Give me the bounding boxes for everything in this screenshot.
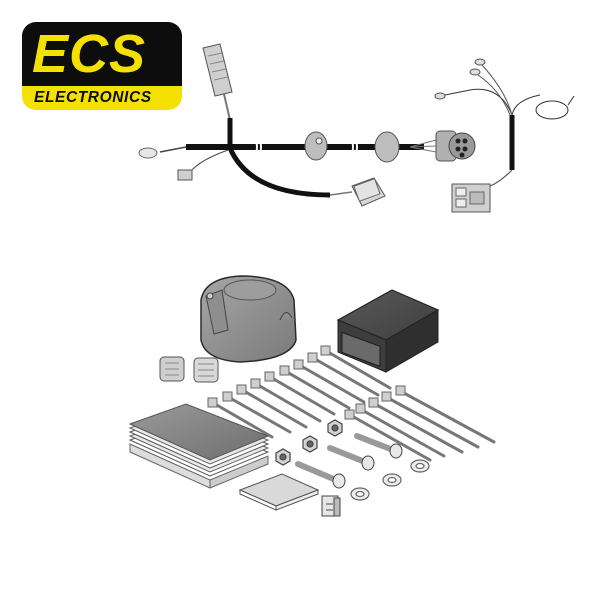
adhesive-pads-icon — [128, 403, 270, 489]
logo-black-panel — [22, 22, 182, 86]
lock-washer-icon — [350, 459, 430, 501]
hex-nut-icon — [275, 419, 343, 466]
round-connector-icon — [435, 130, 476, 162]
wiring-harness — [138, 43, 575, 213]
small-plug-icon — [177, 169, 193, 181]
trailer-socket-icon — [200, 275, 297, 363]
right-vehicle-connector-icon — [451, 183, 491, 213]
foam-square-icon — [238, 473, 320, 511]
flying-lead-terminal-icon — [434, 92, 446, 100]
grommet-icon — [374, 131, 400, 163]
bolt-icon — [295, 433, 403, 489]
flying-lead-terminal-icon — [469, 68, 481, 76]
control-module-icon — [336, 289, 440, 373]
grommet-icon — [304, 131, 328, 161]
logo-brand-name: ECS — [32, 24, 147, 84]
wire-clip-icon — [159, 356, 185, 382]
blade-fuse-icon — [321, 495, 341, 517]
ring-terminal-icon — [138, 147, 158, 159]
logo-subtitle: ELECTRONICS — [34, 89, 152, 106]
cable-ties-icon — [213, 350, 392, 439]
brand-logo: ECS ELECTRONICS — [22, 22, 182, 110]
wire-clip-icon — [193, 357, 219, 383]
logo-yellow-band — [22, 86, 182, 110]
cable-ties-icon — [350, 390, 496, 462]
vehicle-connector-icon — [351, 177, 386, 207]
top-connector-icon — [202, 43, 233, 121]
flying-lead-terminal-icon — [474, 58, 486, 66]
